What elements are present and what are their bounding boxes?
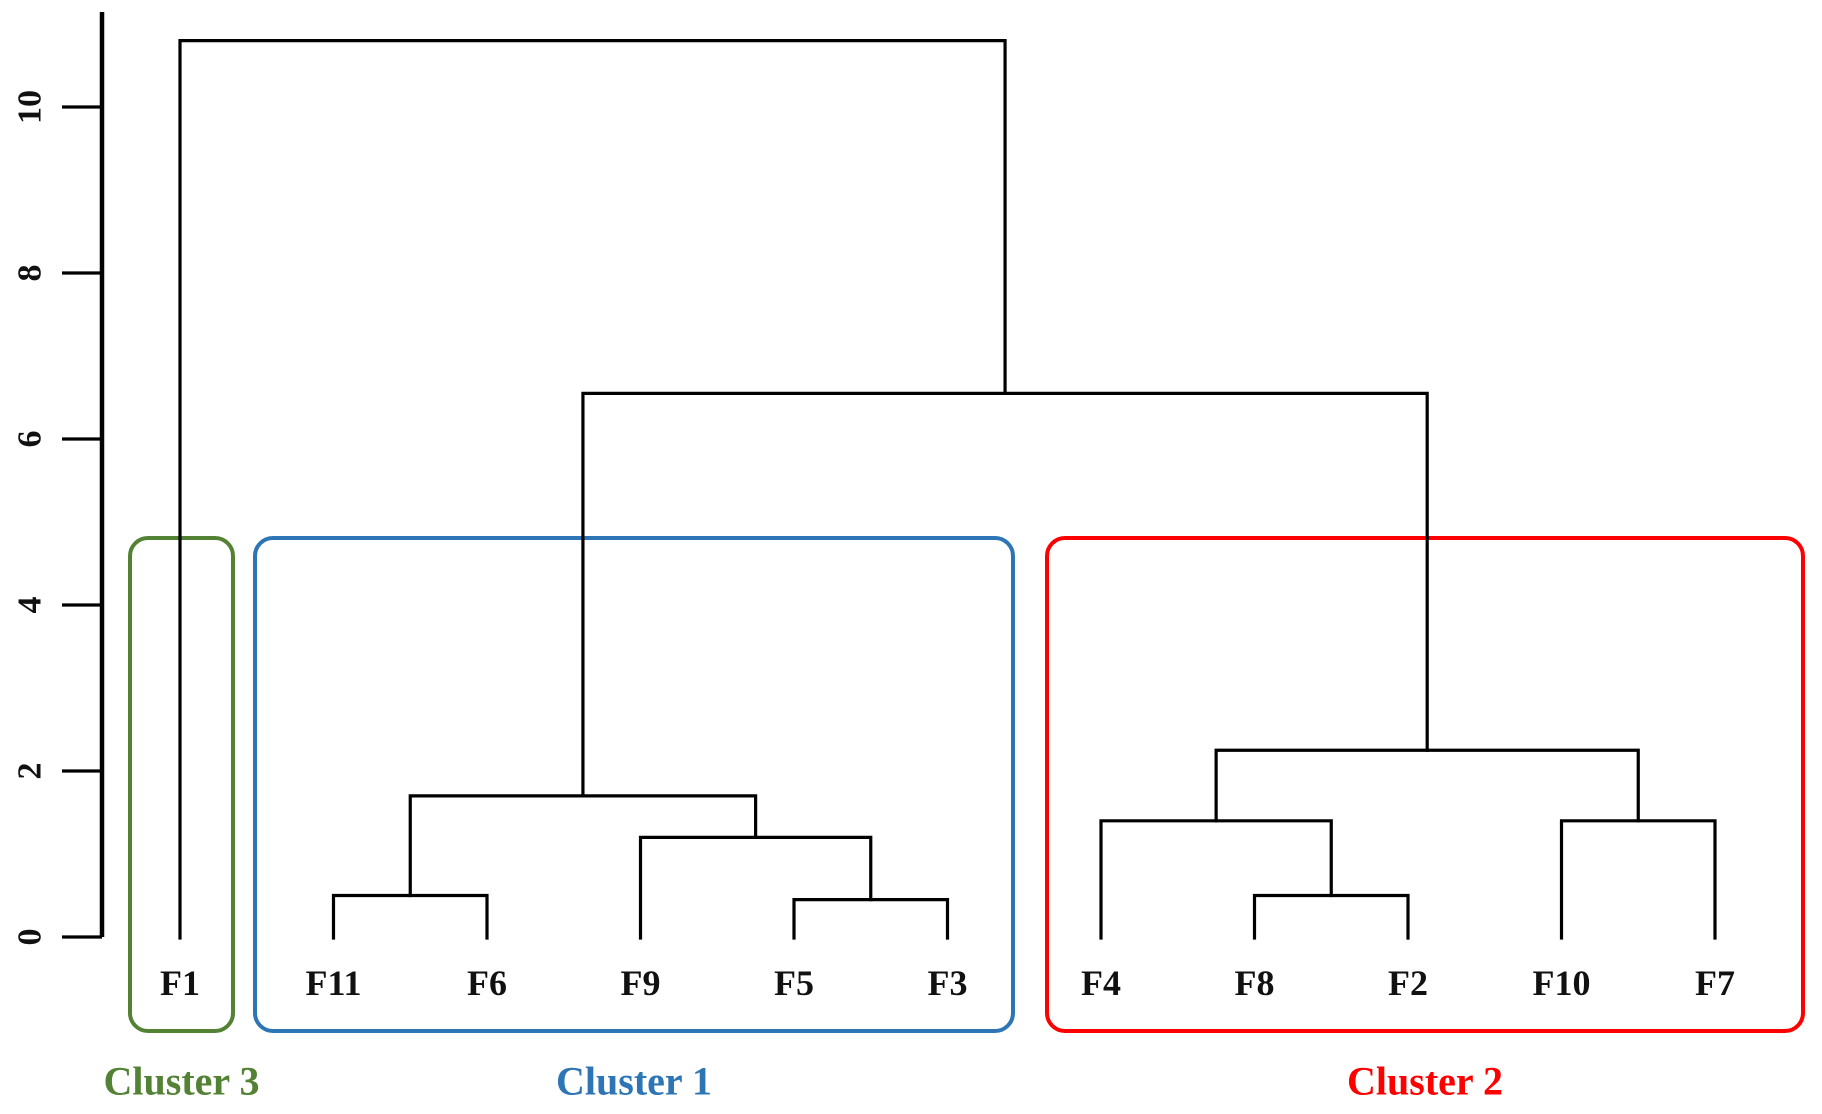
cluster-2-box [1045, 536, 1805, 1033]
cluster-3-label: Cluster 3 [104, 1059, 260, 1104]
y-axis-tick-label: 8 [12, 265, 49, 282]
merge-link-n1 [331, 893, 489, 940]
y-axis-tick-label: 4 [12, 597, 49, 614]
cluster-1-label: Cluster 1 [556, 1059, 712, 1104]
leaf-label-f8: F8 [1235, 963, 1275, 1003]
leaf-label-f2: F2 [1388, 963, 1428, 1003]
leaf-label-f3: F3 [928, 963, 968, 1003]
leaf-label-f10: F10 [1533, 963, 1591, 1003]
cluster-1-box [253, 536, 1015, 1033]
merge-link-n3 [638, 835, 873, 940]
merge-link-n6 [1099, 819, 1333, 940]
y-axis-tick-label: 6 [12, 431, 49, 448]
merge-link-n2 [792, 898, 950, 940]
leaf-label-f5: F5 [774, 963, 814, 1003]
leaf-label-f4: F4 [1081, 963, 1121, 1003]
cluster-2-label: Cluster 2 [1347, 1059, 1503, 1104]
y-axis-tick-label: 0 [12, 929, 49, 946]
merge-link-n4 [408, 794, 758, 898]
merge-link-n8 [1214, 748, 1640, 823]
merge-link-n10 [178, 39, 1007, 940]
merge-link-n9 [581, 391, 1429, 798]
leaf-label-f11: F11 [305, 963, 361, 1003]
leaf-label-f6: F6 [467, 963, 507, 1003]
leaf-label-f7: F7 [1695, 963, 1735, 1003]
merge-link-n5 [1252, 893, 1410, 940]
y-axis-tick-label: 2 [12, 763, 49, 780]
merge-link-n7 [1559, 819, 1717, 940]
y-axis-tick-label: 10 [12, 90, 49, 124]
leaf-label-f9: F9 [621, 963, 661, 1003]
leaf-label-f1: F1 [160, 963, 200, 1003]
